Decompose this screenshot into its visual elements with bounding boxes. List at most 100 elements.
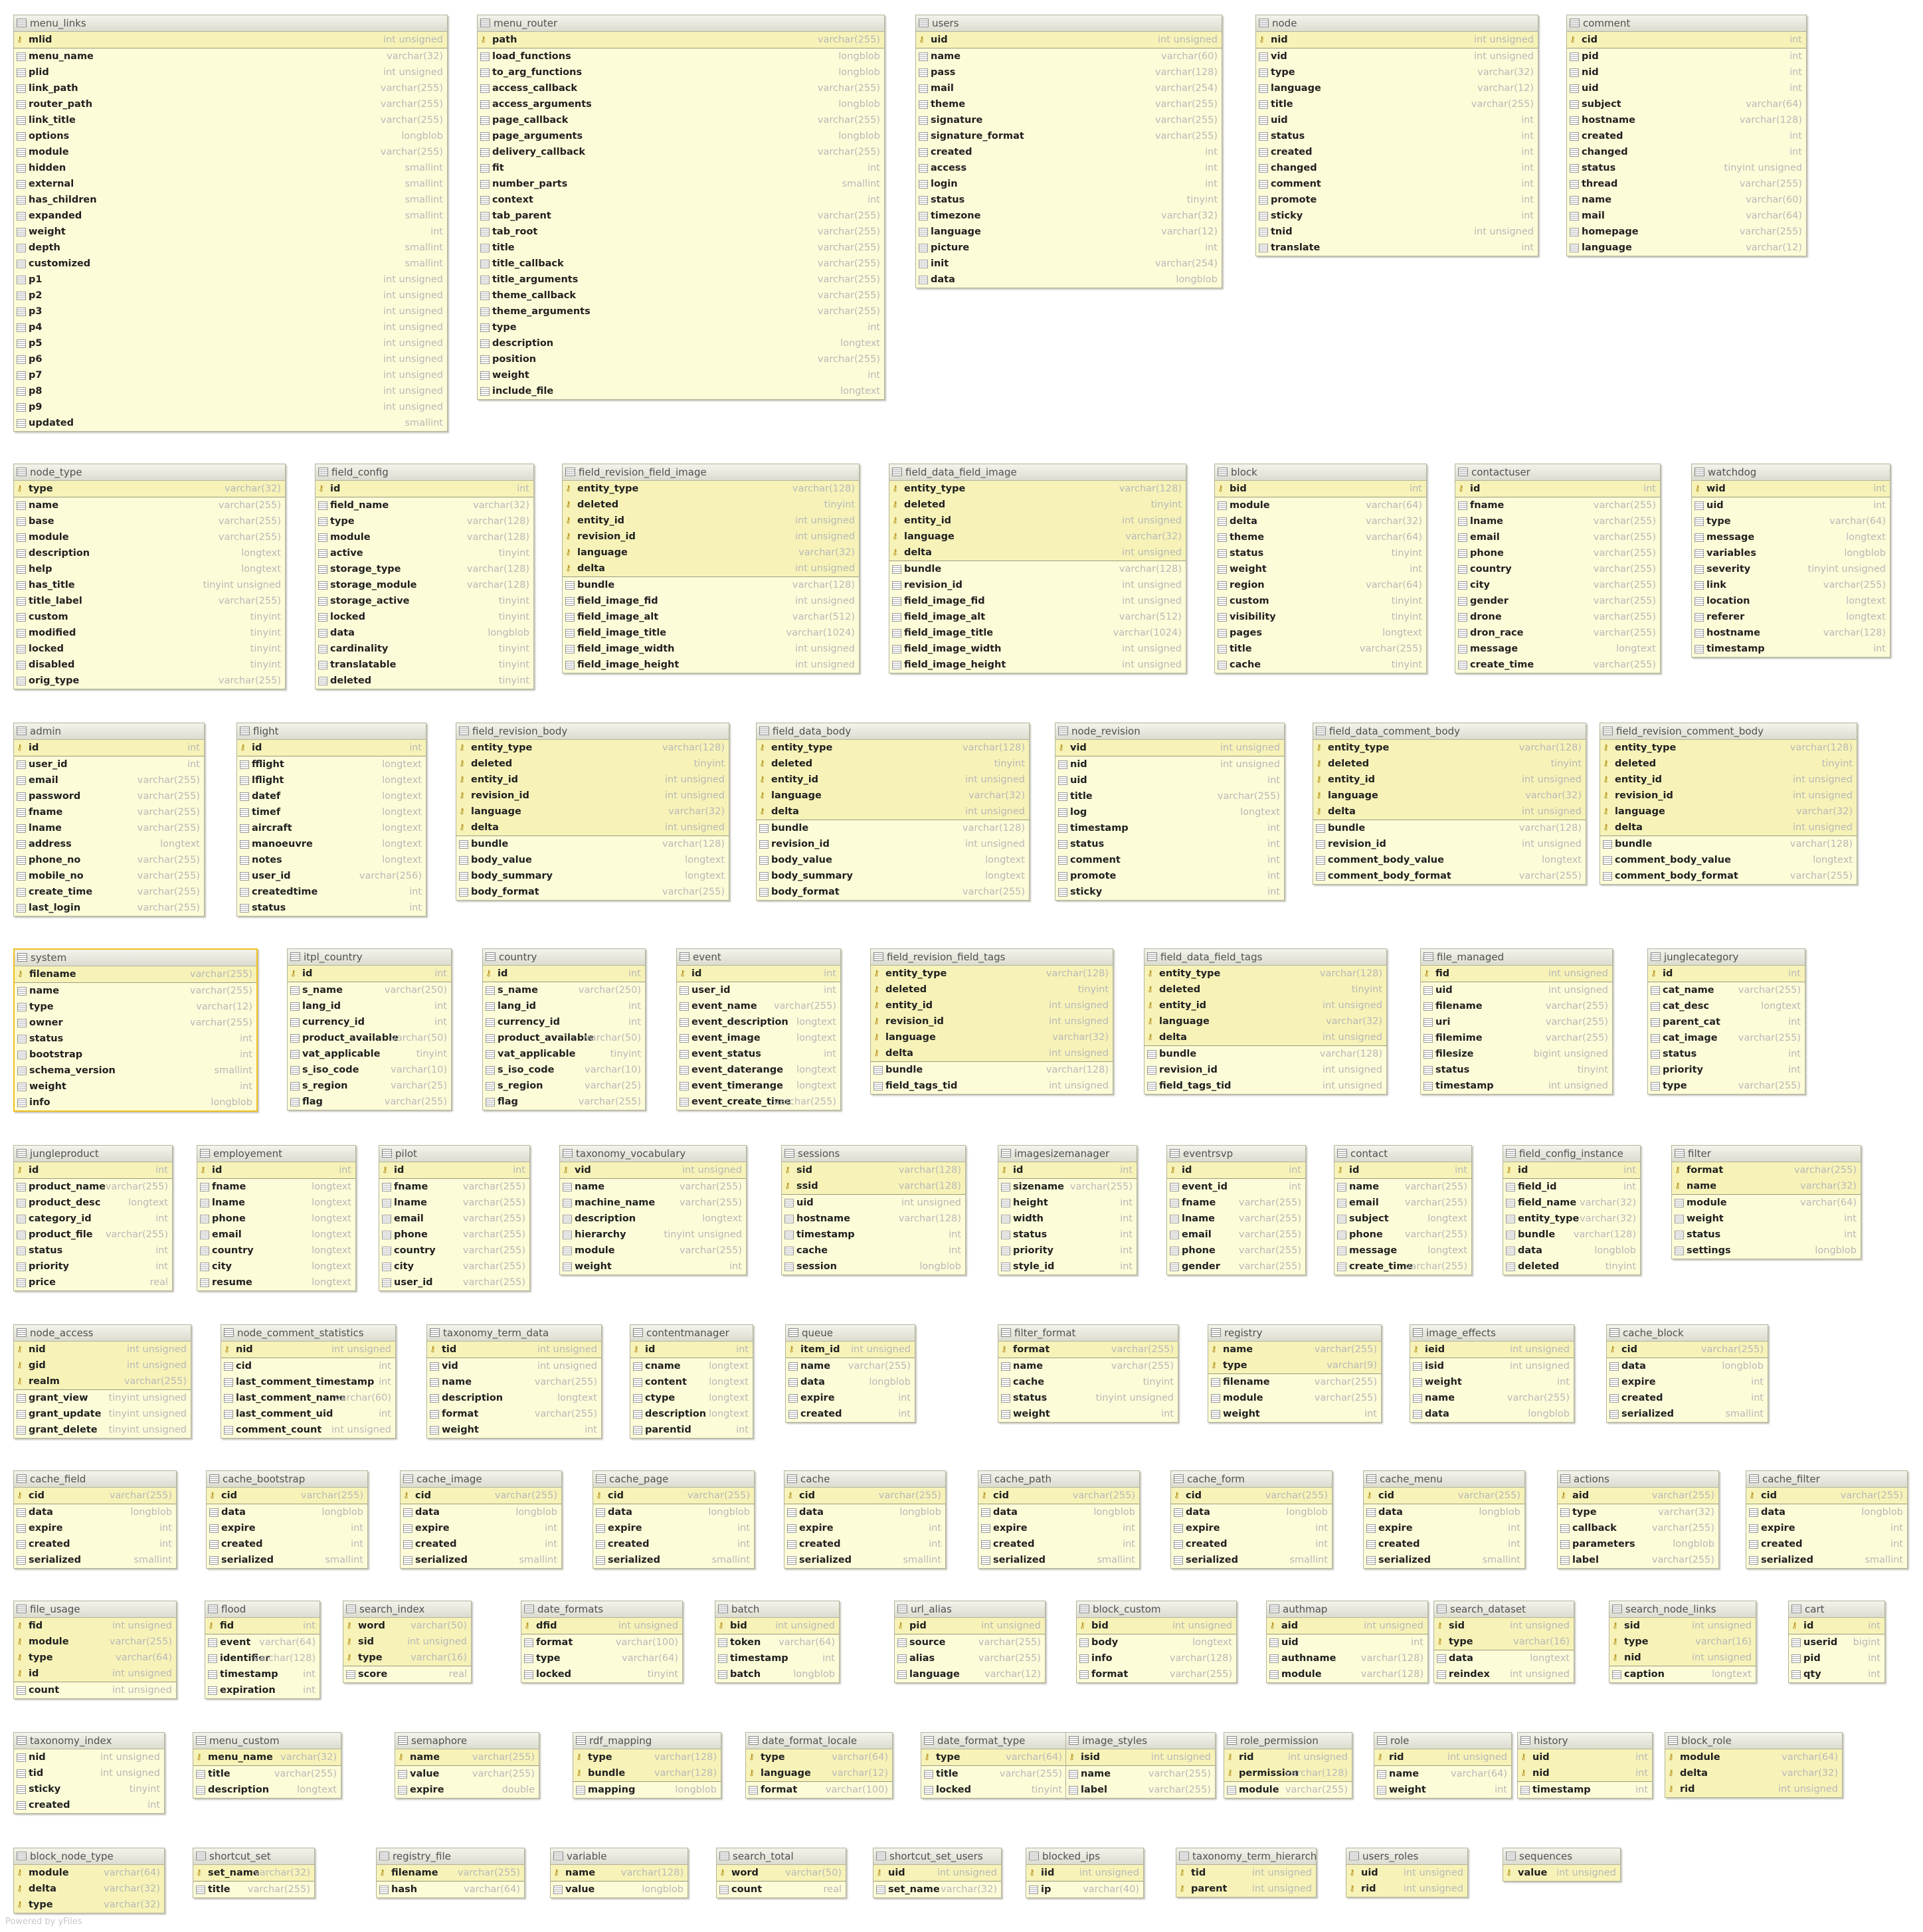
table-header[interactable]: country (483, 949, 645, 966)
table-header[interactable]: menu_custom (193, 1733, 341, 1749)
table-header[interactable]: junglecategory (1648, 949, 1805, 966)
table-header[interactable]: cache_image (401, 1471, 561, 1488)
table-header[interactable]: taxonomy_index (14, 1733, 164, 1749)
table-header[interactable]: search_total (717, 1848, 846, 1865)
table-header[interactable]: flood (205, 1601, 320, 1618)
table-header[interactable]: field_data_comment_body (1313, 723, 1586, 740)
table-header[interactable]: date_format_type (921, 1733, 1066, 1749)
table-header[interactable]: imagesizemanager (998, 1146, 1137, 1162)
table-header[interactable]: cache (784, 1471, 945, 1488)
table-header[interactable]: shortcut_set_users (873, 1848, 1001, 1865)
